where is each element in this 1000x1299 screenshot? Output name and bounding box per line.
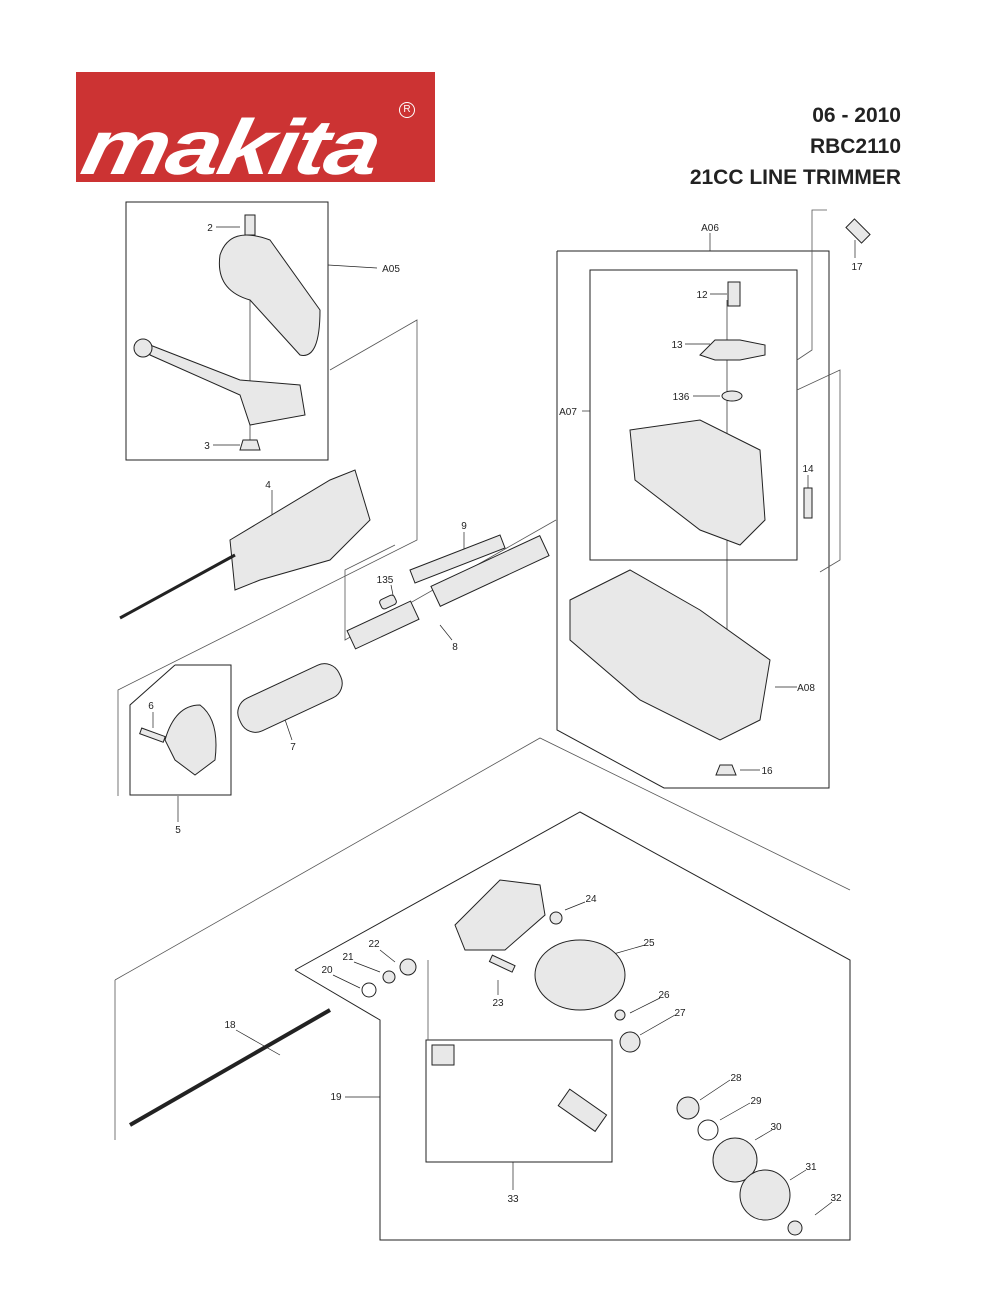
callout-9: 9	[461, 521, 467, 532]
callout-20: 20	[321, 965, 333, 976]
callout-135: 135	[377, 575, 394, 586]
callout-31: 31	[805, 1162, 817, 1173]
callout-30: 30	[770, 1122, 782, 1133]
part-8-tube-a	[346, 600, 420, 650]
document-header: 06 - 2010 RBC2110 21CC LINE TRIMMER	[690, 100, 901, 193]
part-22-bearing	[399, 958, 417, 976]
callout-26: 26	[658, 990, 670, 1001]
part-4-throttle-housing	[229, 469, 371, 591]
part-14-bolt	[803, 487, 813, 519]
callout-25: 25	[643, 938, 655, 949]
part-33-plug	[431, 1044, 455, 1066]
callout-a05: A05	[382, 264, 400, 275]
part-27-bearing	[619, 1031, 641, 1053]
box-19	[294, 811, 851, 1241]
part-8-tube-b	[430, 535, 550, 607]
part-32-nut	[787, 1220, 803, 1236]
part-26-screw	[614, 1009, 626, 1021]
callout-23: 23	[492, 998, 504, 1009]
callout-32: 32	[830, 1193, 842, 1204]
part-17-bolt	[845, 218, 871, 244]
part-135-ring	[379, 594, 397, 610]
part-4-cable	[119, 553, 236, 620]
part-29-circlip	[697, 1119, 719, 1141]
part-136-washer	[721, 390, 743, 402]
part-gear-housing	[454, 879, 546, 951]
callout-33: 33	[507, 1194, 519, 1205]
part-a05-knob	[133, 338, 153, 358]
callout-22: 22	[368, 939, 380, 950]
part-a07-guard	[629, 419, 766, 546]
callout-18: 18	[224, 1020, 236, 1031]
box-5	[129, 664, 232, 796]
part-18-shaft	[129, 1008, 331, 1127]
part-a05-handle-bar	[149, 344, 306, 426]
model-number: RBC2110	[809, 135, 901, 158]
callout-a06: A06	[701, 223, 719, 234]
part-7-grip	[237, 663, 343, 733]
part-9-strip	[409, 534, 506, 584]
part-24-screw	[549, 911, 563, 925]
callout-28: 28	[730, 1073, 742, 1084]
part-a05-handle-grip	[218, 234, 321, 356]
box-a06	[556, 250, 830, 789]
revision-date: 06 - 2010	[812, 104, 901, 127]
part-13-bracket	[699, 339, 766, 361]
callout-12: 12	[696, 290, 708, 301]
part-28-bearing	[676, 1096, 700, 1120]
part-2-screw	[244, 214, 256, 236]
callout-19: 19	[330, 1092, 342, 1103]
callout-4: 4	[265, 480, 271, 491]
box-33	[425, 1039, 613, 1163]
part-31-holder	[739, 1169, 791, 1221]
callout-13: 13	[671, 340, 683, 351]
part-3-nut	[239, 439, 261, 451]
makita-logo: makita R	[75, 72, 435, 191]
product-title: 21CC LINE TRIMMER	[689, 166, 901, 189]
callout-27: 27	[674, 1008, 686, 1019]
part-33-pinion	[557, 1088, 608, 1133]
part-20-circlip	[361, 982, 377, 998]
callout-24: 24	[585, 894, 597, 905]
callout-7: 7	[290, 742, 296, 753]
part-12-bolt	[727, 281, 741, 307]
callout-a07: A07	[559, 407, 577, 418]
part-16-nut	[715, 764, 737, 776]
part-30-gear	[712, 1137, 758, 1183]
callout-8: 8	[452, 642, 458, 653]
box-a07	[589, 269, 798, 561]
box-a05	[125, 201, 329, 461]
callout-2: 2	[207, 223, 213, 234]
callout-6: 6	[148, 701, 154, 712]
callout-29: 29	[750, 1096, 762, 1107]
part-a08-shield	[569, 569, 771, 741]
callout-14: 14	[802, 464, 814, 475]
callout-3: 3	[204, 441, 210, 452]
callout-16: 16	[761, 766, 773, 777]
callout-136: 136	[673, 392, 690, 403]
callout-5: 5	[175, 825, 181, 836]
part-5-holder	[164, 704, 217, 776]
part-21-ring	[382, 970, 396, 984]
part-6-bolt	[139, 727, 166, 743]
registered-mark: R	[399, 102, 415, 118]
callout-21: 21	[342, 952, 354, 963]
callout-17: 17	[851, 262, 863, 273]
part-23-bolt	[488, 954, 516, 973]
part-25-plate	[534, 939, 626, 1011]
callout-a08: A08	[797, 683, 815, 694]
